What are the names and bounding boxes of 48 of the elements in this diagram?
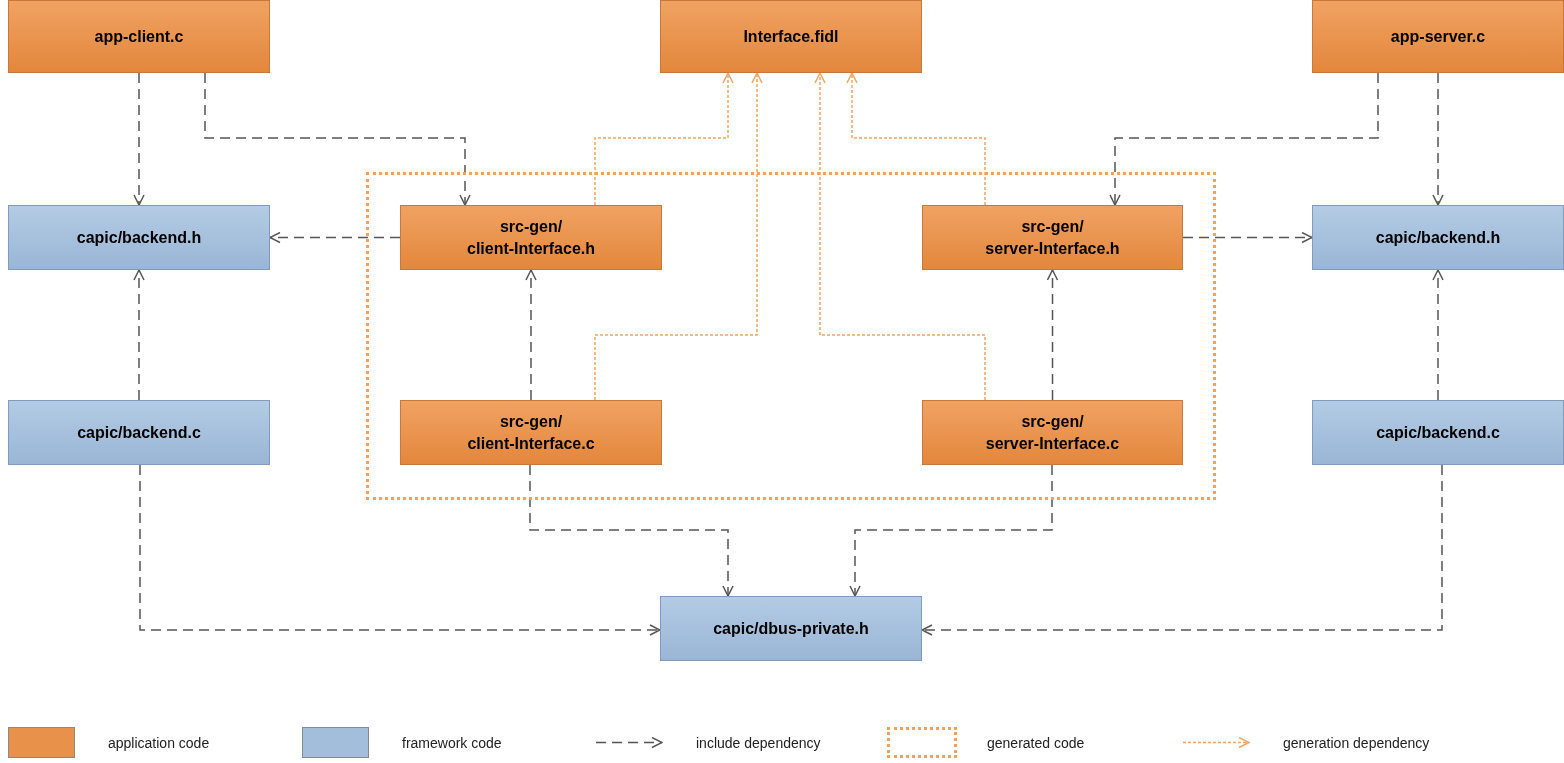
node-label: src-gen/ server-Interface.c <box>984 411 1121 454</box>
node-label: capic/dbus-private.h <box>713 618 869 639</box>
generation-dependency-arrow <box>594 72 763 401</box>
legend-label: framework code <box>402 734 502 753</box>
legend-label: generated code <box>987 734 1085 753</box>
include-dependency-arrow <box>1046 269 1059 401</box>
application-code-box <box>400 205 662 270</box>
include-dependency-arrow <box>849 464 1053 597</box>
node-label: app-server.c <box>1390 26 1486 47</box>
include-dependency-arrow <box>204 72 471 206</box>
node-label: src-gen/ client-Interface.c <box>466 411 596 454</box>
framework-code-box <box>660 596 922 661</box>
application-code-box <box>922 205 1183 270</box>
node-label: capic/backend.c <box>77 422 201 443</box>
include-dependency-arrow <box>139 464 661 636</box>
node-label: src-gen/ server-Interface.h <box>984 216 1121 259</box>
application-code-box <box>8 0 270 73</box>
include-dependency-arrow <box>133 72 145 206</box>
include-dependency-arrow <box>1109 72 1379 206</box>
legend-label: include dependency <box>696 734 821 753</box>
include-dependency-arrow <box>1432 72 1444 206</box>
framework-code-box <box>8 205 270 270</box>
include-dependency-arrow <box>529 464 734 597</box>
application-code-box <box>400 400 662 465</box>
include-dependency-arrow <box>921 464 1443 636</box>
application-code-box <box>922 400 1183 465</box>
node-label: app-client.c <box>94 26 184 47</box>
include-dependency-arrow <box>525 269 537 401</box>
application-code-box <box>660 0 922 73</box>
legend-label: application code <box>108 734 210 753</box>
include-dependency-arrow <box>1182 231 1313 244</box>
node-label: Interface.fidl <box>743 26 839 47</box>
legend-label: generation dependency <box>1283 734 1430 753</box>
generation-dependency-arrow <box>814 72 986 401</box>
node-label: capic/backend.h <box>76 227 202 248</box>
framework-code-box <box>8 400 270 465</box>
generation-dependency-arrow <box>594 72 734 206</box>
include-dependency-arrow <box>1432 269 1444 401</box>
include-dependency-arrow <box>133 269 145 401</box>
generation-dependency-arrow <box>846 72 986 206</box>
node-label: capic/backend.h <box>1375 227 1501 248</box>
framework-code-box <box>1312 205 1564 270</box>
include-dependency-arrow <box>269 231 401 244</box>
node-label: capic/backend.c <box>1376 422 1500 443</box>
node-label: src-gen/ client-Interface.h <box>466 216 596 259</box>
application-code-box <box>1312 0 1564 73</box>
generated-code-group <box>366 172 1216 500</box>
framework-code-box <box>1312 400 1564 465</box>
